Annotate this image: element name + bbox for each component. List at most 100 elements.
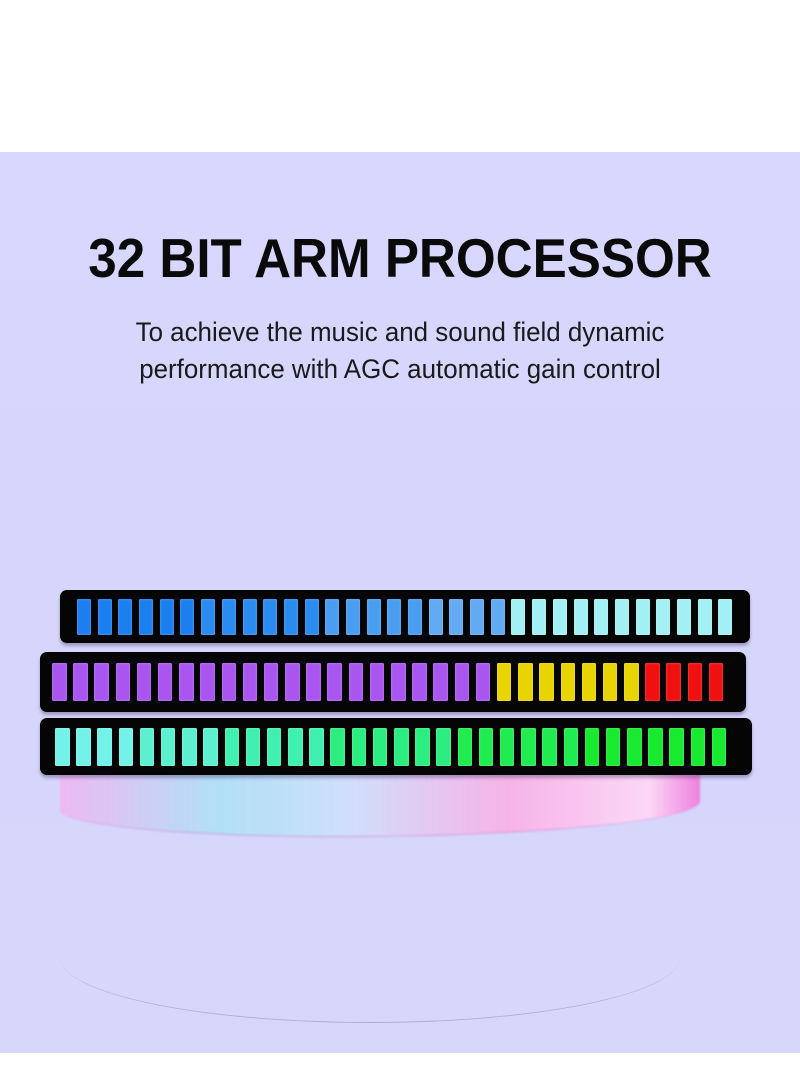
- subtitle-line-1: To achieve the music and sound field dyn…: [135, 317, 665, 347]
- led-segment: [511, 598, 526, 635]
- led-segment: [532, 598, 547, 635]
- led-segment: [203, 727, 218, 766]
- led-segment: [573, 598, 588, 635]
- led-segment: [718, 598, 733, 635]
- led-segment: [499, 727, 515, 766]
- display-stand-bottom-edge: [60, 892, 680, 1023]
- led-segment: [457, 727, 473, 766]
- led-segment: [584, 727, 600, 766]
- led-segment: [415, 727, 430, 766]
- led-bar-middle: [40, 652, 746, 712]
- led-segment: [283, 598, 298, 635]
- subtitle-line-2: performance with AGC automatic gain cont…: [139, 354, 661, 384]
- led-segment: [542, 727, 557, 766]
- led-segment: [449, 598, 464, 635]
- led-segment: [669, 727, 684, 766]
- led-segment: [708, 663, 724, 701]
- led-segment: [496, 663, 512, 701]
- led-segment: [136, 663, 152, 701]
- led-segment: [327, 663, 342, 701]
- led-segment: [635, 598, 650, 635]
- led-segment: [697, 598, 712, 635]
- led-segment: [97, 598, 112, 635]
- led-segment: [221, 598, 236, 635]
- led-segment: [372, 727, 388, 766]
- led-segment: [645, 663, 660, 701]
- led-segment: [711, 727, 727, 766]
- led-segment: [433, 663, 448, 701]
- led-segment: [387, 598, 402, 635]
- product-banner: 32 BIT ARM PROCESSOR To achieve the musi…: [0, 152, 800, 1053]
- led-segment: [159, 598, 174, 635]
- led-segment: [366, 598, 381, 635]
- led-segment: [285, 663, 300, 701]
- led-segment: [55, 727, 70, 766]
- led-segment: [139, 727, 155, 766]
- led-segment: [656, 598, 671, 635]
- led-segment: [221, 663, 236, 701]
- led-segment: [139, 598, 154, 635]
- led-segment: [394, 727, 409, 766]
- led-segment: [325, 598, 340, 635]
- led-bar-bottom: [40, 718, 752, 775]
- led-segment: [348, 663, 364, 701]
- led-segment: [157, 663, 173, 701]
- led-segment: [552, 598, 567, 635]
- led-segment: [76, 727, 91, 766]
- led-segment: [245, 727, 261, 766]
- led-segment: [263, 598, 278, 635]
- led-segment: [475, 663, 491, 701]
- led-segment: [436, 727, 451, 766]
- led-segment: [288, 727, 303, 766]
- led-segment: [594, 598, 609, 635]
- led-segment: [77, 598, 91, 635]
- led-segment: [306, 663, 321, 701]
- led-segment: [97, 727, 112, 766]
- led-bar-top: [60, 590, 750, 643]
- led-segment: [182, 727, 197, 766]
- led-segment: [602, 663, 618, 701]
- led-segment: [428, 598, 443, 635]
- led-segment: [309, 727, 324, 766]
- led-segment: [521, 727, 536, 766]
- led-segment: [518, 663, 533, 701]
- led-segment: [614, 598, 629, 635]
- led-segment: [52, 663, 67, 701]
- led-segment: [179, 663, 194, 701]
- led-segment: [666, 663, 681, 701]
- led-segment: [478, 727, 494, 766]
- led-segment: [242, 663, 258, 701]
- led-segment: [118, 598, 133, 635]
- led-segment: [180, 598, 195, 635]
- led-segment: [330, 727, 345, 766]
- led-segment: [345, 598, 360, 635]
- headline-subtitle: To achieve the music and sound field dyn…: [16, 314, 784, 388]
- led-segment: [201, 598, 216, 635]
- led-segment: [605, 727, 621, 766]
- led-segment: [563, 727, 578, 766]
- led-segment: [627, 727, 642, 766]
- led-segment: [304, 598, 319, 635]
- led-segment: [490, 598, 505, 635]
- led-segment: [242, 598, 257, 635]
- led-segment: [676, 598, 691, 635]
- led-segment: [470, 598, 485, 635]
- led-segment: [391, 663, 406, 701]
- led-segment: [263, 663, 279, 701]
- rgb-light-reflection: [60, 774, 700, 837]
- led-segment: [118, 727, 134, 766]
- led-segment: [648, 727, 663, 766]
- led-segment: [624, 663, 639, 701]
- led-segment: [412, 663, 427, 701]
- led-segment: [224, 727, 239, 766]
- led-segment: [200, 663, 215, 701]
- led-segment: [369, 663, 385, 701]
- led-segment: [94, 663, 109, 701]
- headline-title: 32 BIT ARM PROCESSOR: [88, 227, 712, 289]
- led-segment: [454, 663, 470, 701]
- led-segment: [73, 663, 88, 701]
- led-segment: [560, 663, 575, 701]
- led-segment: [408, 598, 422, 635]
- led-segment: [351, 727, 367, 766]
- led-segment: [266, 727, 282, 766]
